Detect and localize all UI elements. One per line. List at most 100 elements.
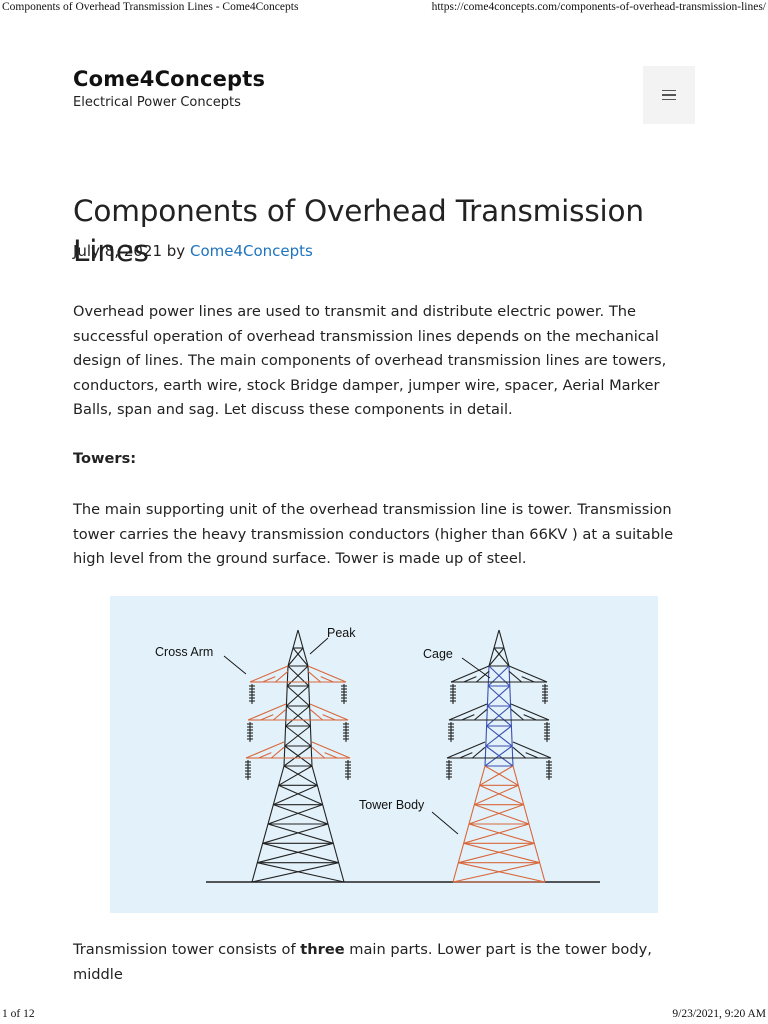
lattice-brace <box>257 842 334 864</box>
lattice-brace <box>283 765 318 786</box>
lattice-brace <box>486 705 511 727</box>
lattice-brace <box>278 765 313 786</box>
cross-arm-web <box>459 752 473 759</box>
cross-arm-web <box>258 752 272 759</box>
article-title: Components of Overhead Transmission Line… <box>73 194 644 268</box>
lattice-brace <box>463 842 540 864</box>
lattice-brace <box>284 725 311 747</box>
parts-bold: three <box>300 941 345 958</box>
cross-arm-web <box>307 670 322 683</box>
cross-arm-web <box>475 670 490 683</box>
lattice-brace <box>484 765 519 786</box>
print-page-title: Components of Overhead Transmission Line… <box>2 1 299 13</box>
lattice-brace <box>273 784 318 806</box>
callouts <box>223 637 491 835</box>
lattice-brace <box>468 823 535 844</box>
print-datetime: 9/23/2021, 9:20 AM <box>672 1008 766 1020</box>
cross-arm-web <box>322 714 336 721</box>
cross-arm-label: Cross Arm <box>155 645 213 659</box>
cross-arm-web <box>309 708 324 721</box>
tower-leg <box>283 665 289 767</box>
lattice-brace <box>286 685 310 707</box>
article-meta: July 8, 2021 by Come4Concepts <box>73 242 313 260</box>
lattice-brace <box>463 823 530 844</box>
cross-arm-tie <box>512 741 552 759</box>
cross-arm-pointer <box>223 655 247 675</box>
cross-arm-tie <box>510 703 550 721</box>
print-header: Components of Overhead Transmission Line… <box>0 0 768 18</box>
tower-diagram: Cross Arm Peak Cage Tower Body <box>110 596 658 913</box>
cross-arm-tie <box>309 703 349 721</box>
lattice-brace <box>458 862 546 883</box>
peak-brace <box>493 647 510 667</box>
cross-arm-tie <box>446 741 486 759</box>
peak-label: Peak <box>327 626 356 640</box>
cross-arm-tie <box>450 665 490 683</box>
cross-arm-tie <box>245 741 285 759</box>
towers-paragraph: The main supporting unit of the overhead… <box>73 501 674 567</box>
peak-brace <box>488 647 505 667</box>
cross-arm-web <box>262 676 276 683</box>
cross-arm-web <box>463 676 477 683</box>
lattice-brace <box>287 665 310 687</box>
menu-toggle-button[interactable] <box>643 66 695 124</box>
cross-arm-web <box>508 670 523 683</box>
lattice-brace <box>485 725 512 747</box>
lattice-brace <box>283 745 312 767</box>
cross-arm-web <box>272 708 287 721</box>
lattice-brace <box>267 804 323 825</box>
author-link[interactable]: Come4Concepts <box>189 242 313 260</box>
cross-arm-web <box>512 746 527 759</box>
print-page-number: 1 of 12 <box>2 1008 35 1020</box>
cross-arm-tie <box>307 665 347 683</box>
tower-diagram-svg: Cross Arm Peak Cage Tower Body <box>155 626 600 883</box>
cross-arm-tie <box>508 665 548 683</box>
peak-brace <box>287 647 304 667</box>
lattice-brace <box>474 804 530 825</box>
cross-arm-web <box>274 670 289 683</box>
print-url: https://come4concepts.com/components-of-… <box>431 1 766 13</box>
cage-label: Cage <box>423 647 453 661</box>
cross-arm-web <box>471 746 486 759</box>
site-tagline: Electrical Power Concepts <box>73 95 241 110</box>
cross-arm-web <box>320 676 334 683</box>
tower-leg <box>508 665 514 767</box>
lattice-brace <box>458 842 535 864</box>
lattice-brace <box>257 862 345 883</box>
lattice-brace <box>267 823 334 844</box>
lattice-brace <box>286 665 309 687</box>
peak-pointer <box>309 637 329 655</box>
lattice-brace <box>479 784 524 806</box>
lattice-brace <box>452 862 540 883</box>
parts-paragraph: Transmission tower consists of three mai… <box>73 941 652 983</box>
lattice-brace <box>262 823 329 844</box>
towers-heading: Towers: <box>73 450 137 467</box>
lattice-brace <box>487 665 510 687</box>
cross-arm-web <box>525 752 539 759</box>
cross-arm-tie <box>448 703 488 721</box>
post-date: July 8, 2021 <box>73 242 162 260</box>
cross-arm-tie <box>249 665 289 683</box>
tower-body-pointer <box>431 811 459 835</box>
cross-arm-web <box>473 708 488 721</box>
lattice-brace <box>479 765 514 786</box>
tower-leg <box>484 665 490 767</box>
cross-arm-web <box>270 746 285 759</box>
byline-by: by <box>166 242 186 260</box>
hamburger-icon <box>662 87 676 104</box>
cross-arm-web <box>523 714 537 721</box>
tower-right <box>446 629 552 883</box>
site-title[interactable]: Come4Concepts <box>73 67 266 91</box>
site-header: Come4Concepts Electrical Power Concepts <box>73 66 695 128</box>
tower-body-label: Tower Body <box>359 798 425 812</box>
cross-arm-web <box>324 752 338 759</box>
tower-leg <box>307 665 313 767</box>
tower-left <box>245 629 351 883</box>
lattice-brace <box>278 784 323 806</box>
cross-arm-tie <box>311 741 351 759</box>
cross-arm-web <box>510 708 525 721</box>
peak-brace <box>292 647 309 667</box>
cross-arm-web <box>311 746 326 759</box>
cross-arm-web <box>461 714 475 721</box>
cage-pointer <box>461 657 491 679</box>
